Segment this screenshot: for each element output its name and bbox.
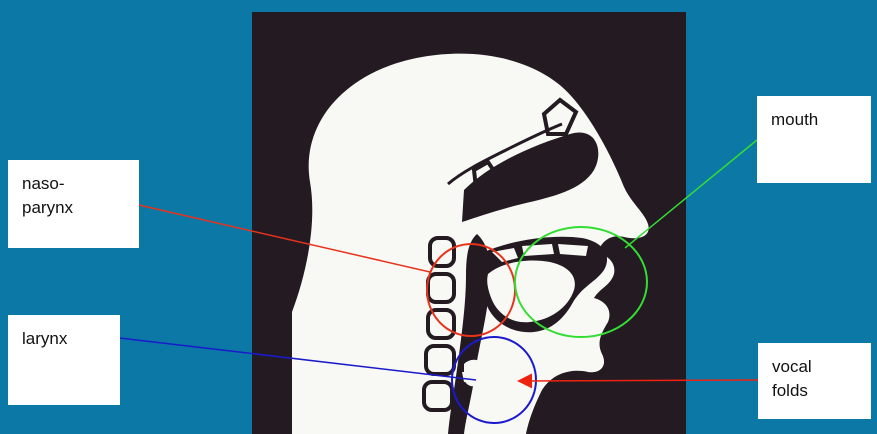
nasopharynx-label: naso- parynx	[8, 160, 139, 248]
mouth-leader-line	[625, 140, 757, 248]
mouth-circle	[515, 227, 647, 337]
vocal-folds-arrow	[520, 380, 758, 381]
larynx-circle	[452, 337, 536, 423]
larynx-leader-line	[120, 338, 476, 380]
nasopharynx-circle	[427, 244, 515, 336]
nasopharynx-leader-line	[139, 205, 430, 272]
vocal-folds-label: vocal folds	[758, 343, 871, 419]
larynx-label: larynx	[8, 315, 120, 405]
mouth-label: mouth	[757, 96, 871, 183]
